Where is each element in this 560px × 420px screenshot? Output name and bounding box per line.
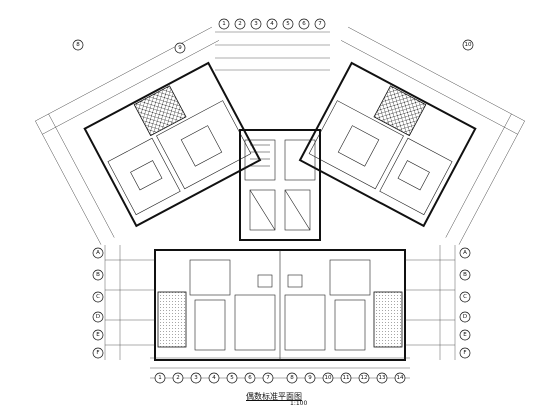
- axis-bubble: F: [459, 347, 471, 359]
- svg-text:D: D: [96, 314, 100, 320]
- axis-bubble: 2: [234, 18, 246, 30]
- svg-text:6: 6: [248, 375, 252, 381]
- axis-bubble: E: [92, 329, 104, 341]
- axis-bubble: B: [92, 269, 104, 281]
- axis-bubble: 12: [358, 372, 370, 384]
- svg-text:9: 9: [178, 45, 182, 51]
- top-dimension-lines: [215, 31, 330, 71]
- svg-text:2: 2: [238, 21, 242, 27]
- axis-bubble: 9: [174, 42, 186, 54]
- axis-bubble: 1: [218, 18, 230, 30]
- axis-bubble: E: [459, 329, 471, 341]
- svg-text:3: 3: [254, 21, 258, 27]
- axis-bubble: 10: [322, 372, 334, 384]
- axis-bubble: 5: [282, 18, 294, 30]
- axis-bubble: 4: [266, 18, 278, 30]
- axis-bubble: A: [459, 247, 471, 259]
- axis-bubble: C: [459, 291, 471, 303]
- axis-bubbles-top: 1 2 3 4 5 6 7 8 9 10: [72, 18, 474, 54]
- axis-bubble: 3: [250, 18, 262, 30]
- axis-bubble: 5: [226, 372, 238, 384]
- left-wing: [35, 26, 262, 245]
- side-dimension-lines: [104, 245, 456, 360]
- svg-text:2: 2: [176, 375, 180, 381]
- svg-text:A: A: [96, 250, 100, 256]
- svg-text:D: D: [463, 314, 467, 320]
- svg-text:C: C: [463, 294, 467, 300]
- svg-text:4: 4: [212, 375, 216, 381]
- svg-text:E: E: [463, 332, 467, 338]
- axis-bubble: D: [459, 311, 471, 323]
- axis-bubble: 11: [340, 372, 352, 384]
- svg-text:10: 10: [465, 42, 472, 48]
- svg-text:9: 9: [308, 375, 312, 381]
- axis-bubble: 2: [172, 372, 184, 384]
- svg-text:8: 8: [76, 42, 80, 48]
- svg-text:7: 7: [266, 375, 270, 381]
- svg-text:B: B: [96, 272, 100, 278]
- svg-text:C: C: [96, 294, 100, 300]
- svg-text:1: 1: [158, 375, 162, 381]
- right-wing: [298, 26, 525, 245]
- axis-bubbles-bottom: 1 2 3 4 5 6 7 8 9 10 11 12 13 14: [154, 372, 406, 384]
- axis-bubble: 6: [244, 372, 256, 384]
- axis-bubble: 4: [208, 372, 220, 384]
- axis-bubbles-right: A B C D E F: [459, 247, 471, 359]
- axis-bubble: B: [459, 269, 471, 281]
- axis-bubble: F: [92, 347, 104, 359]
- axis-bubble: 1: [154, 372, 166, 384]
- svg-text:14: 14: [397, 375, 404, 381]
- lower-block: [154, 249, 406, 361]
- axis-bubble: 7: [262, 372, 274, 384]
- svg-text:8: 8: [290, 375, 294, 381]
- axis-bubbles-left: A B C D E F: [92, 247, 104, 359]
- axis-bubble: A: [92, 247, 104, 259]
- svg-text:7: 7: [318, 21, 322, 27]
- svg-text:13: 13: [379, 375, 386, 381]
- central-core: [239, 129, 321, 241]
- axis-bubble: 7: [314, 18, 326, 30]
- axis-bubble: 6: [298, 18, 310, 30]
- svg-text:F: F: [96, 350, 99, 356]
- axis-bubble: 9: [304, 372, 316, 384]
- axis-bubble: 13: [376, 372, 388, 384]
- svg-text:F: F: [463, 350, 466, 356]
- svg-text:5: 5: [230, 375, 234, 381]
- axis-bubble: 8: [286, 372, 298, 384]
- axis-bubble: 3: [190, 372, 202, 384]
- svg-text:10: 10: [325, 375, 332, 381]
- axis-bubble: C: [92, 291, 104, 303]
- axis-bubble: D: [92, 311, 104, 323]
- svg-text:A: A: [463, 250, 467, 256]
- svg-text:11: 11: [343, 375, 350, 381]
- svg-text:6: 6: [302, 21, 306, 27]
- axis-bubble: 10: [462, 39, 474, 51]
- axis-bubble: 14: [394, 372, 406, 384]
- svg-text:5: 5: [286, 21, 290, 27]
- svg-text:3: 3: [194, 375, 198, 381]
- drawing-scale: 1:100: [290, 400, 308, 407]
- axis-bubble: 8: [72, 39, 84, 51]
- svg-text:12: 12: [361, 375, 368, 381]
- svg-text:E: E: [96, 332, 100, 338]
- svg-text:1: 1: [222, 21, 226, 27]
- svg-text:4: 4: [270, 21, 274, 27]
- svg-text:B: B: [463, 272, 467, 278]
- drawing-title: 偶数标准平面图: [246, 392, 302, 401]
